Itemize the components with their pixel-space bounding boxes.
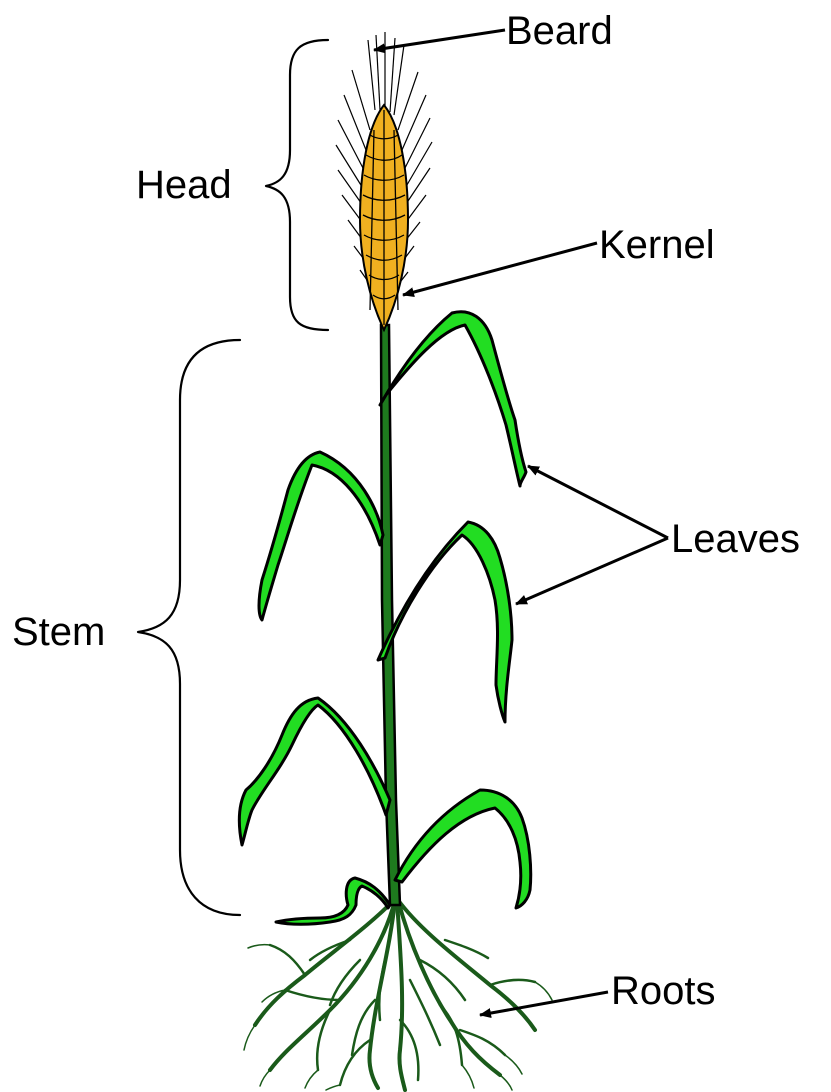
roots-illustration bbox=[244, 900, 552, 1090]
roots-label: Roots bbox=[611, 969, 716, 1013]
head-label: Head bbox=[136, 163, 232, 207]
stem-illustration bbox=[381, 325, 400, 905]
stem-brace bbox=[138, 340, 240, 915]
leaves-arrow-upper bbox=[528, 466, 668, 538]
head-brace bbox=[266, 40, 328, 330]
beard-arrow bbox=[374, 30, 505, 50]
stem-label: Stem bbox=[12, 610, 105, 654]
roots-arrow bbox=[480, 992, 608, 1015]
wheat-head-illustration bbox=[336, 32, 432, 330]
beard-label: Beard bbox=[506, 9, 613, 53]
kernel-label: Kernel bbox=[599, 223, 715, 267]
kernel-arrow bbox=[403, 243, 597, 295]
leaves-arrow-lower bbox=[516, 538, 668, 604]
leaves-label: Leaves bbox=[671, 517, 800, 561]
